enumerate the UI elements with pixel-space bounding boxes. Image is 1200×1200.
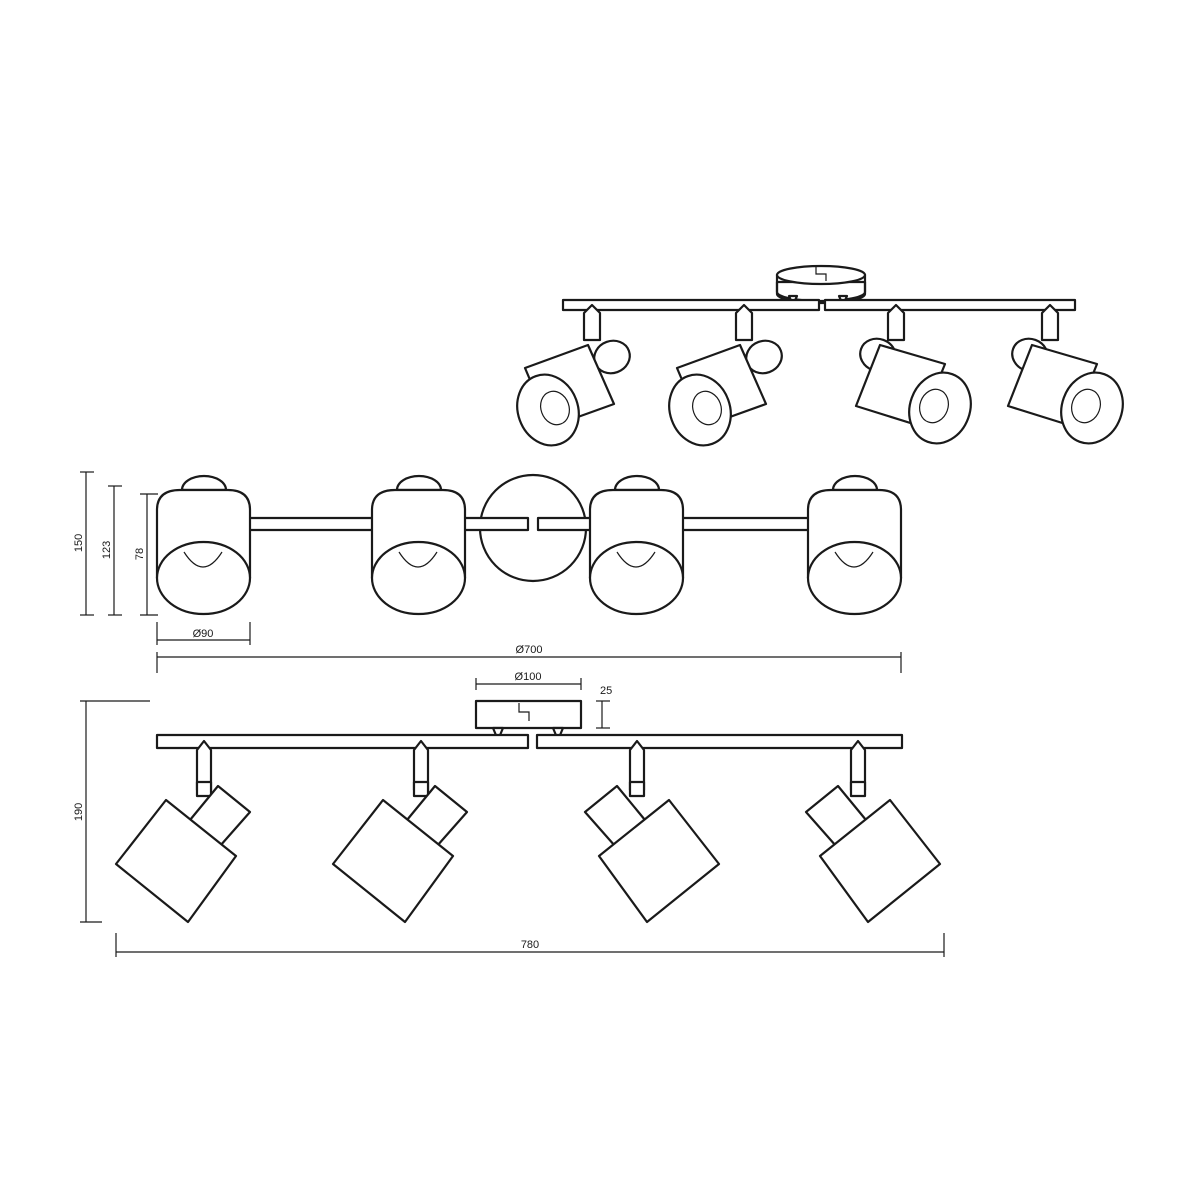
dim-25-label: 25 (600, 685, 612, 697)
side-canopy (474, 699, 583, 742)
side-view-dimensions: Ø100 25 190 780 (73, 671, 945, 957)
side-spot-4 (804, 739, 942, 924)
side-spot-2 (331, 739, 469, 924)
top-shade-2 (370, 474, 467, 616)
perspective-spot-2 (668, 303, 783, 447)
top-shade-3 (588, 474, 685, 616)
top-shade-4 (806, 474, 903, 616)
side-spot-3 (583, 739, 721, 924)
top-view-dimensions: 150 123 78 Ø90 Ø700 (73, 471, 902, 673)
dim-150-label: 150 (73, 534, 85, 552)
side-bar-right (535, 733, 904, 750)
top-shade-1 (155, 474, 252, 616)
dim-78-label: 78 (134, 548, 146, 560)
side-spot-1 (114, 739, 252, 924)
dim-90-label: Ø90 (193, 628, 214, 640)
perspective-spot-4 (1006, 303, 1124, 445)
perspective-view (516, 264, 1124, 447)
dim-123-label: 123 (101, 541, 113, 559)
dim-700-label: Ø700 (516, 644, 543, 656)
side-bar-left (155, 733, 530, 750)
dim-100-label: Ø100 (515, 671, 542, 683)
side-view (114, 699, 942, 924)
perspective-spot-1 (516, 303, 631, 447)
perspective-bar (561, 298, 1077, 312)
dim-780-label: 780 (521, 939, 539, 951)
dim-190-label: 190 (73, 803, 85, 821)
top-view (155, 473, 903, 616)
perspective-spot-3 (854, 303, 972, 445)
